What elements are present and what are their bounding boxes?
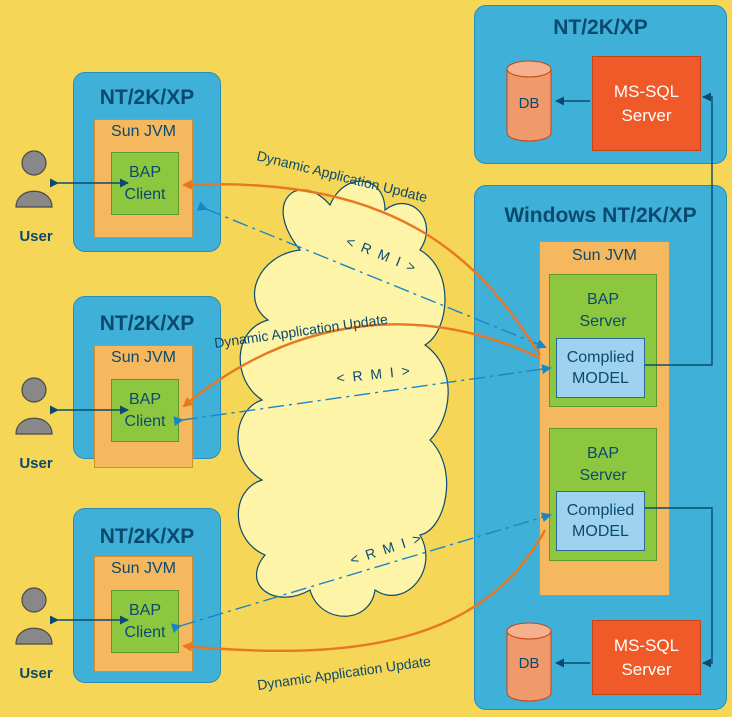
bap-client-3-line-2: Client	[124, 623, 166, 641]
bap-client-1-line-1: BAP	[128, 163, 161, 181]
model-2-line-2: MODEL	[572, 523, 629, 540]
db-label-bottom: DB	[518, 655, 540, 672]
bap-client-1-line-2: Client	[124, 185, 166, 203]
db-label-top: DB	[518, 95, 540, 112]
model-2-line-1: Complied	[566, 502, 635, 519]
user-label-2: User	[19, 455, 53, 472]
client-jvm-1-title: Sun JVM	[111, 123, 176, 140]
mssql-server-bottom: MS-SQL Server	[592, 620, 701, 695]
bap-server-1-line-1: BAP	[586, 291, 619, 308]
client-os-1-title: NT/2K/XP	[99, 86, 195, 109]
mssql-line-1: MS-SQL	[613, 81, 680, 101]
compiled-model-2: Complied MODEL	[556, 491, 645, 551]
mssql-bottom-line-2: Server	[621, 659, 672, 679]
user-label-3: User	[19, 665, 53, 682]
bap-server-2-line-2: Server	[579, 467, 627, 484]
client-os-3-title: NT/2K/XP	[99, 525, 195, 548]
bap-client-2: BAP Client	[111, 379, 179, 442]
compiled-model-1: Complied MODEL	[556, 338, 645, 398]
client-os-2-title: NT/2K/XP	[99, 312, 195, 335]
bap-client-2-line-1: BAP	[128, 390, 161, 408]
bap-client-3-line-1: BAP	[128, 601, 161, 619]
model-1-line-2: MODEL	[572, 370, 629, 387]
bap-server-1-title: BAP Server	[550, 289, 656, 333]
user-label-1: User	[19, 228, 53, 245]
bap-server-1-line-2: Server	[579, 313, 627, 330]
bap-server-2-title: BAP Server	[550, 443, 656, 487]
mssql-server-top: MS-SQL Server	[592, 56, 701, 151]
db-host-os-top-title: NT/2K/XP	[553, 16, 648, 39]
server-jvm-title: Sun JVM	[572, 247, 637, 264]
mssql-bottom-line-1: MS-SQL	[613, 635, 680, 655]
mssql-line-2: Server	[621, 105, 672, 125]
bap-client-3: BAP Client	[111, 590, 179, 653]
model-1-line-1: Complied	[566, 349, 635, 366]
network-cloud	[237, 180, 449, 617]
client-jvm-2-title: Sun JVM	[111, 349, 176, 366]
bap-client-2-line-2: Client	[124, 412, 166, 430]
client-jvm-3-title: Sun JVM	[111, 560, 176, 577]
bap-client-1: BAP Client	[111, 152, 179, 215]
bap-server-2-line-1: BAP	[586, 445, 619, 462]
server-os-title: Windows NT/2K/XP	[504, 204, 697, 227]
